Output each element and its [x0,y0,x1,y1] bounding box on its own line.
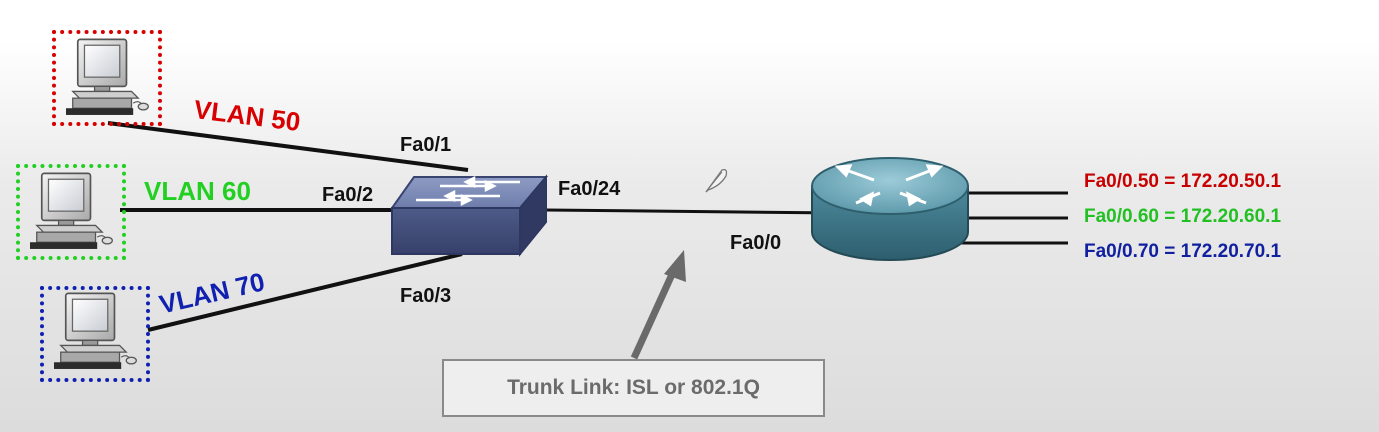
link-vlan70 [147,252,463,332]
subinterface-70-label: Fa0/0.70 = 172.20.70.1 [1084,241,1282,262]
switch-port-fa0-3-label: Fa0/3 [400,285,452,307]
vlan-60-label: VLAN 60 [144,176,251,206]
subinterface-60-label: Fa0/0.60 = 172.20.60.1 [1084,206,1282,227]
switch-port-fa0-1-label: Fa0/1 [400,134,452,156]
vlan50-highlight-frame [52,30,162,126]
router-icon [811,157,969,261]
trunk-link [545,208,841,215]
link-vlan50 [107,121,469,172]
trunk-link-callout: Trunk Link: ISL or 802.1Q [442,359,825,417]
vlan60-highlight-frame [16,164,126,260]
vlan70-highlight-frame [40,286,150,382]
subinterface-50-label: Fa0/0.50 = 172.20.50.1 [1084,171,1282,192]
pointer-arrow-icon [630,250,686,360]
network-switch-icon [390,174,549,257]
trunk-link-callout-text: Trunk Link: ISL or 802.1Q [507,376,760,399]
switch-port-fa0-2-label: Fa0/2 [322,184,374,206]
feather-icon [705,168,728,193]
switch-port-fa0-24-label: Fa0/24 [558,178,621,200]
router-port-fa0-0-label: Fa0/0 [730,232,782,254]
